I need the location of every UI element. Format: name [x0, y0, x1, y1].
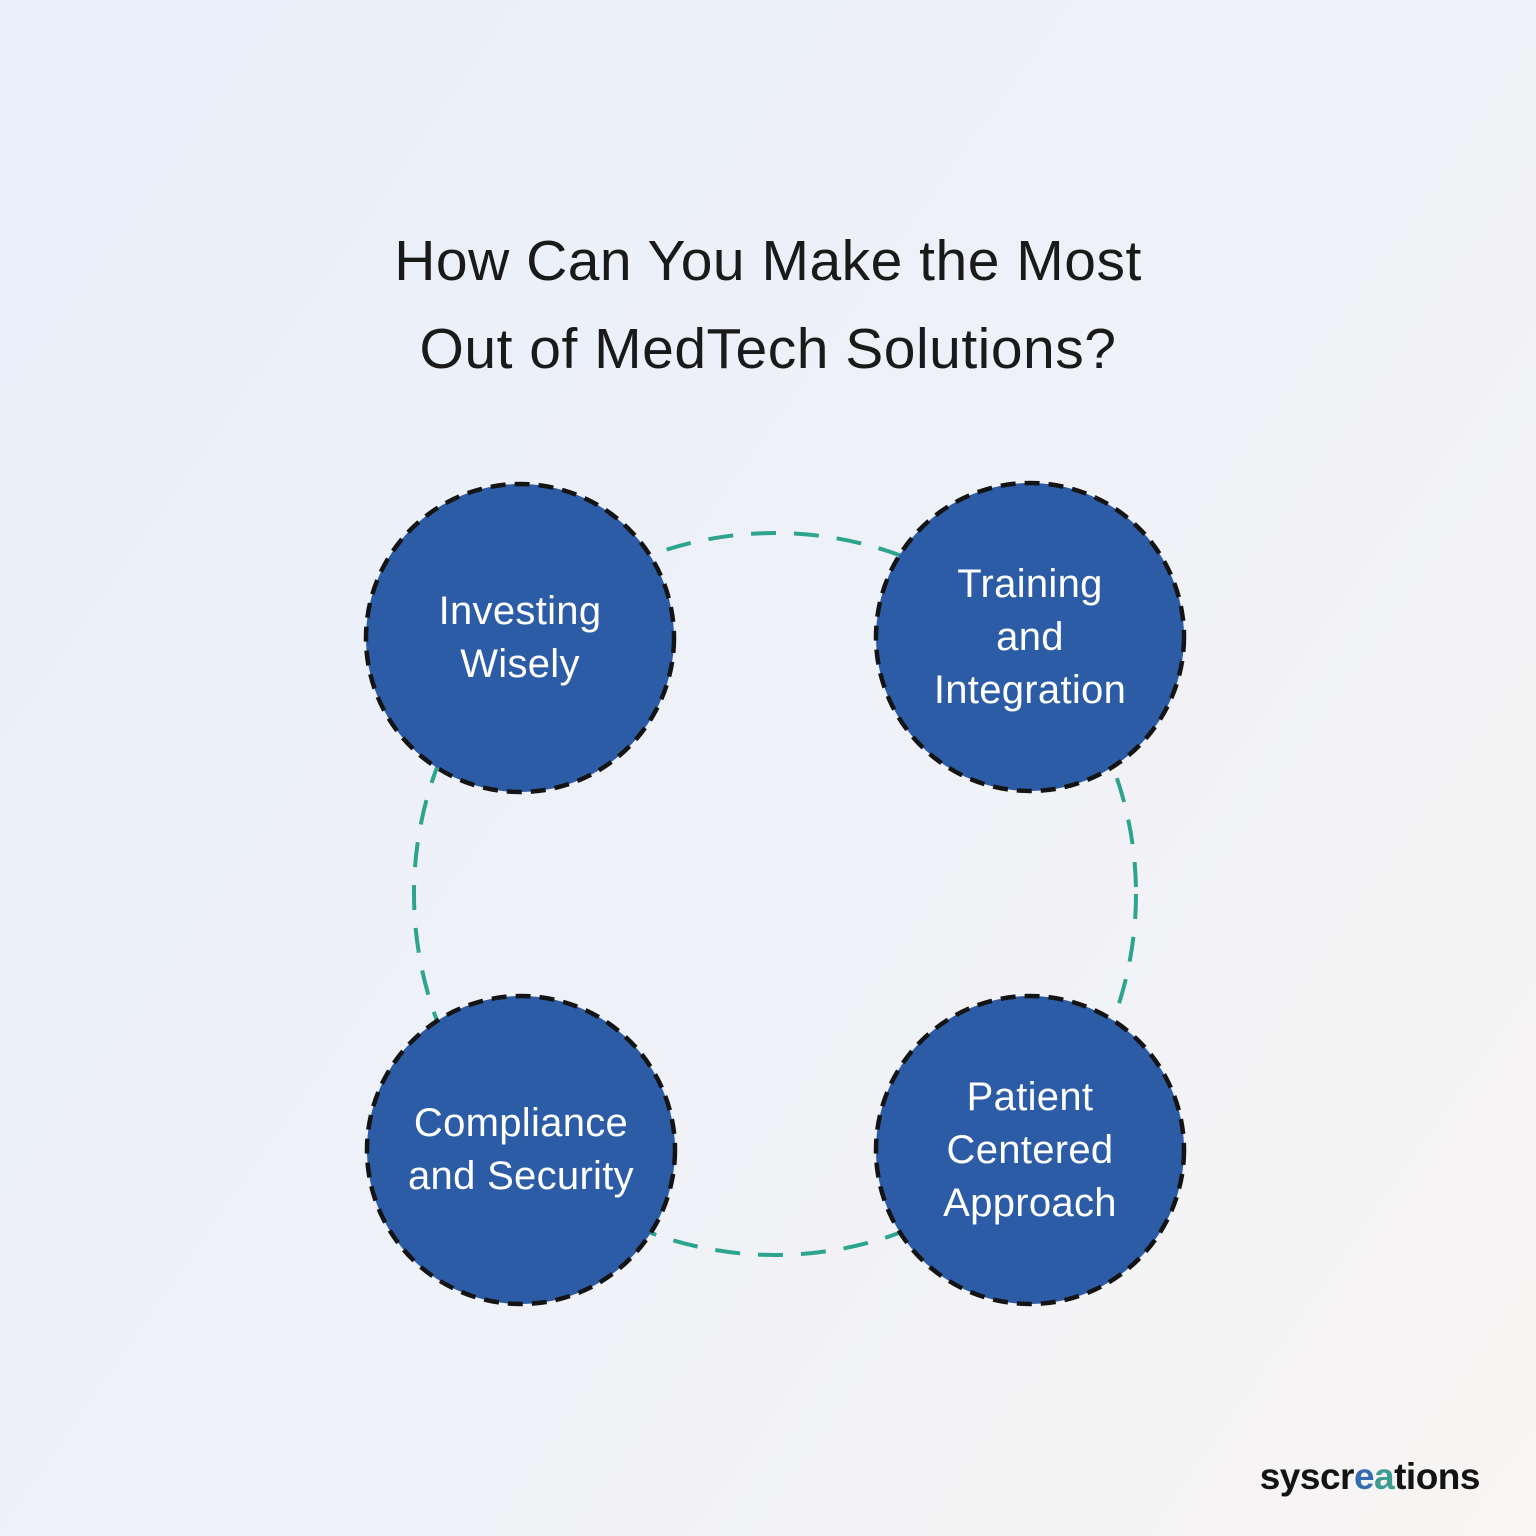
page-title-line1: How Can You Make the Most: [394, 229, 1142, 293]
node-label-patient-centered: Patient Centered Approach: [943, 1074, 1117, 1225]
page-title: How Can You Make the Most Out of MedTech…: [0, 218, 1536, 394]
connector-ring: [412, 531, 1138, 1257]
logo-text-part2: e: [1353, 1456, 1375, 1497]
logo-text-part1: syscr: [1259, 1456, 1355, 1497]
syscreations-logo: syscreations: [1259, 1456, 1481, 1498]
node-label-training-integration: Training and Integration: [933, 561, 1127, 712]
logo-text-part3: a: [1374, 1456, 1395, 1497]
node-circle-investing-wisely: [363, 481, 677, 795]
node-circle-training-integration: [873, 480, 1187, 794]
logo-text-part4: tions: [1394, 1456, 1480, 1497]
node-label-investing-wisely: Investing Wisely: [438, 589, 602, 686]
node-circle-patient-centered: [873, 993, 1187, 1307]
node-circle-compliance-security: [364, 993, 678, 1307]
page-title-line2: Out of MedTech Solutions?: [419, 316, 1117, 381]
node-label-compliance-security: Compliance and Security: [408, 1101, 634, 1198]
